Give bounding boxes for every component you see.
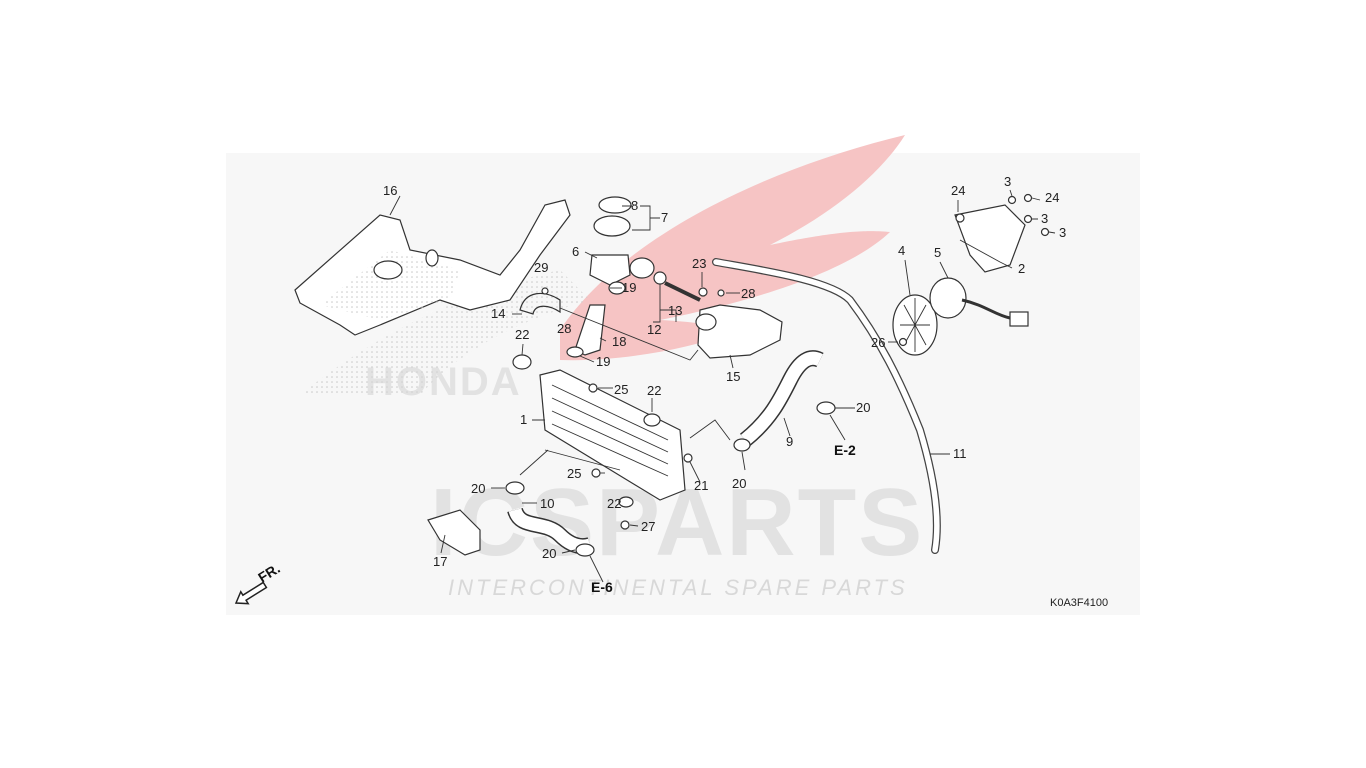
part-20-clamp-3 xyxy=(733,438,751,452)
reserve-tank-neck xyxy=(695,313,717,331)
part-3-bolt-2 xyxy=(1023,214,1033,224)
part-22-grommet-3 xyxy=(618,496,634,508)
callout-11: 11 xyxy=(953,446,967,461)
honda-wing-watermark xyxy=(300,135,905,395)
part-18-hose xyxy=(574,304,606,356)
fan-motor-connector xyxy=(1009,311,1029,327)
callout-22: 22 xyxy=(515,327,529,342)
part-20-clamp-4 xyxy=(816,401,836,415)
part-24-bolt xyxy=(955,213,965,223)
callout-22: 22 xyxy=(647,383,661,398)
icsparts-tagline-text: INTERCONTINENTAL SPARE PARTS xyxy=(448,575,908,600)
part-7-cap xyxy=(593,215,631,237)
ref-label-e2: E-2 xyxy=(834,442,856,458)
part-13-bolt xyxy=(664,281,701,302)
part-13-washer xyxy=(653,271,667,285)
part-22-grommet xyxy=(512,354,532,370)
callout-16: 16 xyxy=(383,183,397,198)
callout-20: 20 xyxy=(732,476,746,491)
callout-5: 5 xyxy=(934,245,941,260)
callout-8: 8 xyxy=(631,198,638,213)
part-24-bolt-2 xyxy=(1023,193,1033,203)
callout-20: 20 xyxy=(471,481,485,496)
callout-12: 12 xyxy=(647,322,661,337)
callout-27: 27 xyxy=(641,519,655,534)
part-28-clip xyxy=(717,289,725,297)
shroud-hole xyxy=(373,260,403,280)
callout-25: 25 xyxy=(567,466,581,481)
part-12-cap xyxy=(629,257,655,279)
part-3-bolt-3 xyxy=(1040,227,1050,237)
fan-motor-wire xyxy=(961,298,1011,320)
part-5-fan-motor xyxy=(929,277,967,319)
callout-28: 28 xyxy=(741,286,755,301)
callout-3: 3 xyxy=(1059,225,1066,240)
part-22-grommet-2 xyxy=(643,413,661,427)
callout-20: 20 xyxy=(856,400,870,415)
callout-17: 17 xyxy=(433,554,447,569)
callout-18: 18 xyxy=(612,334,626,349)
shroud-texture xyxy=(320,250,460,320)
part-3-bolt xyxy=(1007,195,1017,205)
callout-20: 20 xyxy=(542,546,556,561)
part-17-bracket xyxy=(427,509,481,556)
shroud-hole-2 xyxy=(425,249,439,267)
callout-25: 25 xyxy=(614,382,628,397)
part-23-bolt xyxy=(698,287,708,297)
callout-28: 28 xyxy=(557,321,571,336)
part-6-filler-neck xyxy=(589,254,631,286)
callout-15: 15 xyxy=(726,369,740,384)
part-19-clamp-2 xyxy=(566,346,584,358)
honda-watermark-text: HONDA xyxy=(365,360,522,404)
callout-4: 4 xyxy=(898,243,905,258)
callout-29: 29 xyxy=(534,260,548,275)
callout-24: 24 xyxy=(1045,190,1059,205)
callout-21: 21 xyxy=(694,478,708,493)
front-direction-label: FR. xyxy=(255,560,283,586)
part-8-o-ring xyxy=(598,196,632,214)
part-27-bolt xyxy=(620,520,630,530)
ref-label-e6: E-6 xyxy=(591,579,613,595)
part-20-clamp xyxy=(505,481,525,495)
callout-24: 24 xyxy=(951,183,965,198)
part-21-bolt xyxy=(683,453,693,463)
callout-6: 6 xyxy=(572,244,579,259)
callout-19: 19 xyxy=(622,280,636,295)
front-direction-arrow xyxy=(234,581,268,605)
callout-2: 2 xyxy=(1018,261,1025,276)
part-29-clip xyxy=(541,287,549,295)
callout-10: 10 xyxy=(540,496,554,511)
callout-13: 13 xyxy=(668,303,682,318)
diagram-code: K0A3F4100 xyxy=(1050,597,1108,609)
callout-3: 3 xyxy=(1041,211,1048,226)
callout-26: 26 xyxy=(871,335,885,350)
callout-19: 19 xyxy=(596,354,610,369)
part-25-bolt-2 xyxy=(591,468,601,478)
part-14-hose xyxy=(519,292,561,315)
callout-14: 14 xyxy=(491,306,505,321)
callout-9: 9 xyxy=(786,434,793,449)
callout-23: 23 xyxy=(692,256,706,271)
part-26-bolt xyxy=(898,337,908,347)
part-15-reserve-tank xyxy=(697,304,783,359)
part-20-clamp-2 xyxy=(575,543,595,557)
callout-7: 7 xyxy=(661,210,668,225)
callout-3: 3 xyxy=(1004,174,1011,189)
callouts: 1 2 3 3 3 4 5 6 7 8 9 10 11 12 13 14 15 … xyxy=(383,174,1066,569)
callout-1: 1 xyxy=(520,412,527,427)
part-2-bracket xyxy=(954,204,1026,273)
callout-22: 22 xyxy=(607,496,621,511)
part-25-bolt xyxy=(588,383,598,393)
